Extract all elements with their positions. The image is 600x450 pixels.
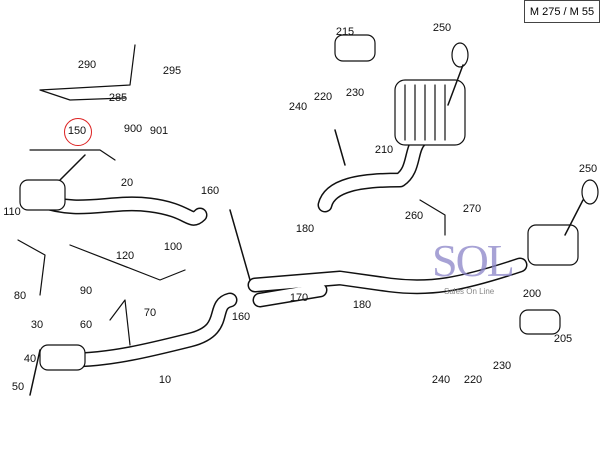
part-label[interactable]: 215 <box>335 26 355 38</box>
part-label[interactable]: 260 <box>404 210 424 222</box>
highlight-circle <box>64 118 92 146</box>
part-label[interactable]: 230 <box>345 87 365 99</box>
part-label[interactable]: 290 <box>77 59 97 71</box>
part-label[interactable]: 70 <box>143 307 157 319</box>
logo-text: SOL <box>432 235 515 286</box>
part-label[interactable]: 170 <box>289 292 309 304</box>
part-label[interactable]: 100 <box>163 241 183 253</box>
part-label[interactable]: 285 <box>108 92 128 104</box>
part-label[interactable]: 90 <box>79 285 93 297</box>
part-label[interactable]: 60 <box>79 319 93 331</box>
part-label[interactable]: 180 <box>352 299 372 311</box>
part-label[interactable]: 240 <box>288 101 308 113</box>
logo-subtitle: Sales On Line <box>444 287 495 296</box>
sol-logo: SOL Sales On Line <box>432 238 516 300</box>
part-label[interactable]: 50 <box>11 381 25 393</box>
part-label[interactable]: 901 <box>149 125 169 137</box>
part-label[interactable]: 220 <box>313 91 333 103</box>
part-label[interactable]: 10 <box>158 374 172 386</box>
model-label: M 275 / M 55 <box>524 0 600 23</box>
part-label[interactable]: 250 <box>432 22 452 34</box>
part-label[interactable]: 270 <box>462 203 482 215</box>
part-label[interactable]: 180 <box>295 223 315 235</box>
part-label[interactable]: 200 <box>522 288 542 300</box>
part-label[interactable]: 205 <box>553 333 573 345</box>
part-label[interactable]: 240 <box>431 374 451 386</box>
part-label[interactable]: 160 <box>200 185 220 197</box>
part-label[interactable]: 110 <box>3 206 21 218</box>
part-label[interactable]: 220 <box>463 374 483 386</box>
part-label[interactable]: 230 <box>492 360 512 372</box>
part-label[interactable]: 250 <box>578 163 598 175</box>
part-label[interactable]: 40 <box>23 353 37 365</box>
part-label[interactable]: 30 <box>30 319 44 331</box>
part-label[interactable]: 120 <box>115 250 135 262</box>
part-label[interactable]: 160 <box>231 311 251 323</box>
part-label-highlighted[interactable]: 150 <box>67 125 87 137</box>
part-label[interactable]: 20 <box>120 177 134 189</box>
part-label[interactable]: 210 <box>374 144 394 156</box>
part-label[interactable]: 80 <box>13 290 27 302</box>
part-label[interactable]: 295 <box>162 65 182 77</box>
part-label[interactable]: 900 <box>123 123 143 135</box>
